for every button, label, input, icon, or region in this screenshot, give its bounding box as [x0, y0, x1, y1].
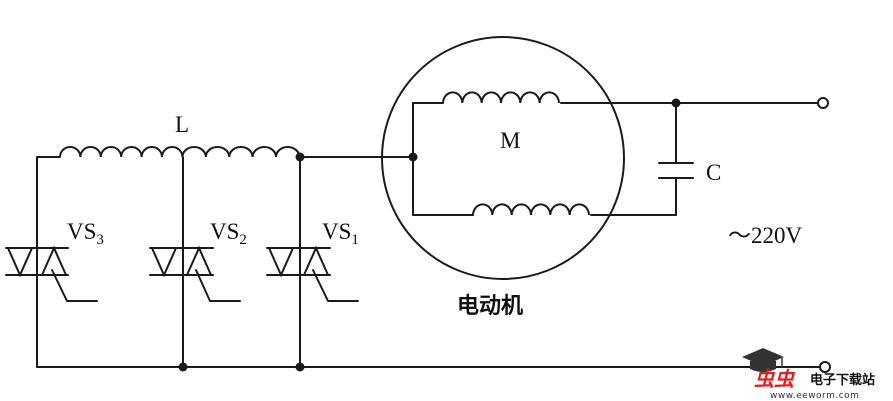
triac-vs3	[5, 245, 69, 278]
vs2-label: VS2	[210, 219, 247, 248]
junction-dot	[295, 152, 305, 162]
supply-terminal-top	[817, 97, 829, 109]
junction-dot	[671, 98, 681, 108]
supply-voltage-label: ～220V	[728, 223, 803, 248]
motor-circle	[381, 36, 625, 280]
motor-winding-top	[442, 91, 560, 104]
watermark-url: www.eeworm.com	[770, 391, 859, 401]
junction-dot	[178, 362, 188, 372]
supply-terminal-bottom	[819, 361, 831, 373]
motor-winding-bottom	[472, 203, 590, 216]
capacitor-c	[658, 162, 694, 179]
inductor-l-coil	[59, 146, 301, 158]
watermark-site-name: 电子下载站	[810, 372, 875, 388]
motor-caption: 电动机	[457, 294, 523, 319]
triac-vs1	[266, 245, 331, 278]
wires	[36, 102, 821, 368]
graduation-cap-icon	[742, 348, 784, 372]
capacitor-label: C	[706, 160, 721, 185]
inductor-label: L	[175, 112, 189, 137]
vs1-label: VS1	[322, 219, 359, 248]
motor-label: M	[500, 128, 520, 153]
vs3-label: VS3	[67, 219, 104, 248]
triac-vs2	[149, 245, 214, 278]
watermark-brand: 虫虫	[754, 367, 796, 391]
junction-dots	[178, 98, 681, 372]
junction-dot	[408, 152, 418, 162]
watermark: 虫虫 电子下载站 www.eeworm.com	[742, 348, 875, 401]
junction-dot	[295, 362, 305, 372]
